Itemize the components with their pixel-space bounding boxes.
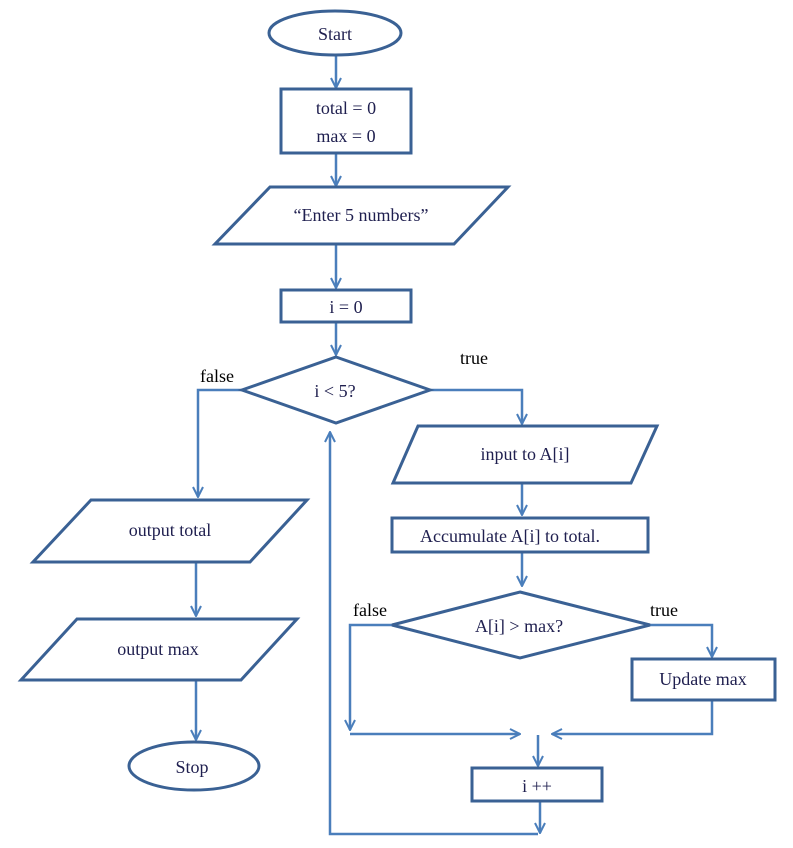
- update-max-process: Update max: [630, 657, 777, 702]
- loop-condition-decision: i < 5?: [237, 355, 435, 425]
- stop-terminal: Stop: [127, 740, 261, 792]
- arrow-condition-false-to-output-total: [198, 388, 242, 497]
- prompt-label: “Enter 5 numbers”: [294, 205, 429, 225]
- init-max-label: max = 0: [316, 126, 375, 146]
- arrow-max-false-down: [350, 623, 392, 730]
- increment-label: i ++: [522, 776, 552, 796]
- input-label: input to A[i]: [481, 444, 570, 464]
- accumulate-process: Accumulate A[i] to total.: [390, 516, 650, 554]
- max-condition-decision: A[i] > max?: [391, 590, 651, 660]
- max-false-label: false: [353, 600, 387, 620]
- stop-label: Stop: [175, 757, 208, 777]
- loop-init-label: i = 0: [329, 297, 362, 317]
- accumulate-label: Accumulate A[i] to total.: [420, 526, 600, 546]
- init-process: total = 0 max = 0: [279, 87, 413, 155]
- arrow-max-true-to-update: [650, 623, 712, 657]
- loop-false-label: false: [200, 366, 234, 386]
- loop-init-process: i = 0: [279, 288, 413, 324]
- start-terminal: Start: [267, 9, 403, 57]
- increment-process: i ++: [470, 766, 604, 803]
- start-label: Start: [318, 24, 352, 44]
- max-condition-label: A[i] > max?: [475, 616, 563, 636]
- init-total-label: total = 0: [316, 98, 376, 118]
- loop-condition-label: i < 5?: [314, 381, 355, 401]
- output-total-label: output total: [129, 520, 212, 540]
- prompt-io: “Enter 5 numbers”: [211, 185, 512, 246]
- arrow-condition-true-to-input: [430, 388, 522, 424]
- output-max-io: output max: [17, 617, 301, 682]
- arrow-update-merge: [552, 701, 714, 734]
- output-max-label: output max: [117, 639, 199, 659]
- output-total-io: output total: [29, 498, 311, 564]
- connectors: [196, 56, 714, 836]
- arrow-loop-back: [330, 432, 538, 836]
- loop-true-label: true: [460, 348, 488, 368]
- update-max-label: Update max: [659, 669, 746, 689]
- max-true-label: true: [650, 600, 678, 620]
- input-io: input to A[i]: [390, 424, 660, 485]
